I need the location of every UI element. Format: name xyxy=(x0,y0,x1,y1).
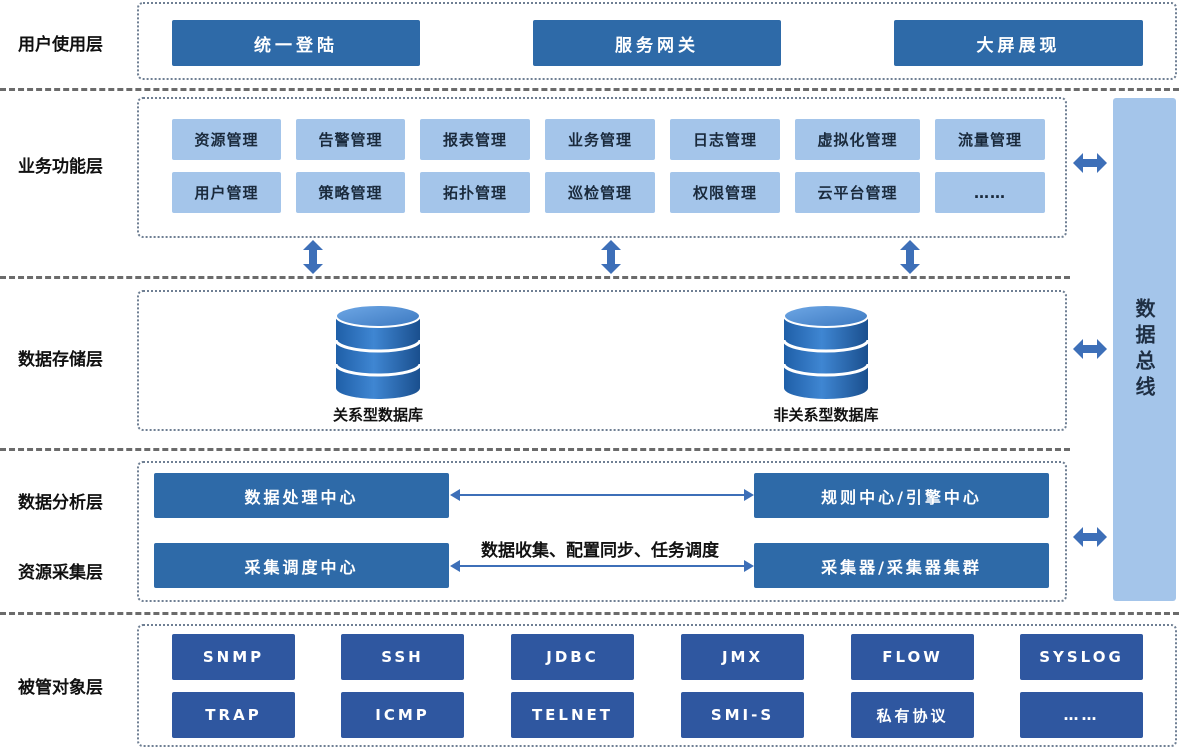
protocol-box: …… xyxy=(1020,692,1143,738)
business-module-box: …… xyxy=(935,172,1045,213)
layer-label-user: 用户使用层 xyxy=(18,35,103,55)
storage-layer-panel xyxy=(137,290,1067,431)
business-module-box: 资源管理 xyxy=(172,119,281,160)
protocol-box: SMI-S xyxy=(681,692,804,738)
double-arrow-vertical-icon xyxy=(900,240,920,274)
database-icon xyxy=(782,304,870,399)
protocol-box: ICMP xyxy=(341,692,464,738)
separator-line xyxy=(0,88,1179,91)
layer-label-business: 业务功能层 xyxy=(18,157,103,177)
layer-label-analysis: 数据分析层 xyxy=(18,493,103,513)
protocol-box: TRAP xyxy=(172,692,295,738)
business-module-box: 权限管理 xyxy=(670,172,780,213)
database-icon xyxy=(334,304,422,399)
double-arrow-horizontal-icon xyxy=(450,560,754,572)
separator-line xyxy=(0,612,1179,615)
protocol-box: SNMP xyxy=(172,634,295,680)
protocol-box: SYSLOG xyxy=(1020,634,1143,680)
data-bus: 数据总线 xyxy=(1113,98,1176,601)
layer-label-collection: 资源采集层 xyxy=(18,563,103,583)
double-arrow-horizontal-icon xyxy=(450,489,754,501)
business-module-box: 报表管理 xyxy=(420,119,530,160)
nonrelational-db-label: 非关系型数据库 xyxy=(773,406,879,424)
rule-engine-center-box: 规则中心/引擎中心 xyxy=(754,473,1049,518)
unified-login-box: 统一登陆 xyxy=(172,20,420,66)
double-arrow-horizontal-icon xyxy=(1073,153,1107,173)
double-arrow-horizontal-icon xyxy=(1073,527,1107,547)
double-arrow-vertical-icon xyxy=(303,240,323,274)
business-module-box: 拓扑管理 xyxy=(420,172,530,213)
business-module-box: 告警管理 xyxy=(296,119,405,160)
double-arrow-vertical-icon xyxy=(601,240,621,274)
big-screen-box: 大屏展现 xyxy=(894,20,1143,66)
layer-label-managed: 被管对象层 xyxy=(18,678,103,698)
business-module-box: 虚拟化管理 xyxy=(795,119,920,160)
business-module-box: 用户管理 xyxy=(172,172,281,213)
business-module-box: 云平台管理 xyxy=(795,172,920,213)
protocol-box: JMX xyxy=(681,634,804,680)
business-module-box: 业务管理 xyxy=(545,119,655,160)
collection-note: 数据收集、配置同步、任务调度 xyxy=(481,541,719,561)
relational-db-label: 关系型数据库 xyxy=(332,406,423,424)
data-processing-center-box: 数据处理中心 xyxy=(154,473,449,518)
collector-cluster-box: 采集器/采集器集群 xyxy=(754,543,1049,588)
protocol-box: 私有协议 xyxy=(851,692,974,738)
separator-line xyxy=(0,448,1070,451)
business-module-box: 策略管理 xyxy=(296,172,405,213)
protocol-box: TELNET xyxy=(511,692,634,738)
double-arrow-horizontal-icon xyxy=(1073,339,1107,359)
service-gateway-box: 服务网关 xyxy=(533,20,781,66)
data-bus-label: 数据总线 xyxy=(1132,297,1156,402)
business-module-box: 日志管理 xyxy=(670,119,780,160)
managed-layer-panel xyxy=(137,624,1177,747)
protocol-box: JDBC xyxy=(511,634,634,680)
business-module-box: 流量管理 xyxy=(935,119,1045,160)
business-module-box: 巡检管理 xyxy=(545,172,655,213)
collection-scheduler-box: 采集调度中心 xyxy=(154,543,449,588)
layer-label-storage: 数据存储层 xyxy=(18,350,103,370)
separator-line xyxy=(0,276,1070,279)
protocol-box: SSH xyxy=(341,634,464,680)
protocol-box: FLOW xyxy=(851,634,974,680)
